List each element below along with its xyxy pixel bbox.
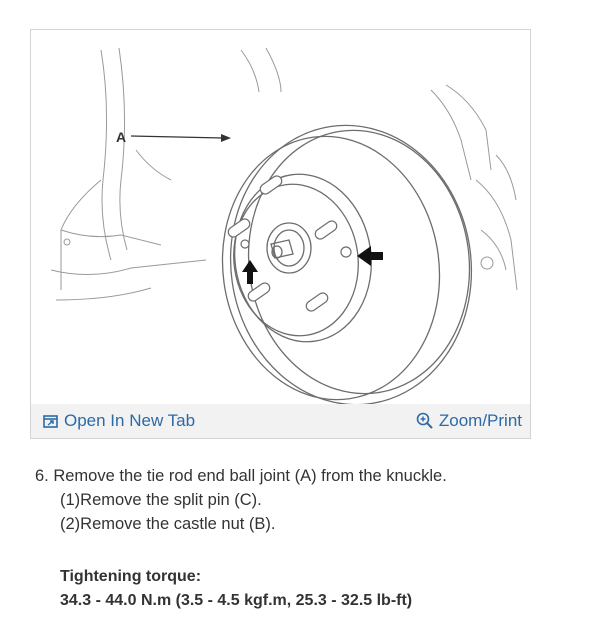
arrow-up-locator bbox=[242, 260, 258, 284]
step-main-text: 6. Remove the tie rod end ball joint (A)… bbox=[35, 467, 447, 485]
procedure-step: 6. Remove the tie rod end ball joint (A)… bbox=[35, 464, 585, 536]
magnifier-plus-icon bbox=[416, 412, 433, 429]
callout-label-a: A bbox=[116, 129, 126, 145]
zoom-print-label: Zoom/Print bbox=[438, 411, 522, 430]
callout-leader bbox=[130, 134, 231, 142]
open-tab-icon bbox=[43, 415, 58, 428]
torque-value: 34.3 - 44.0 N.m (3.5 - 4.5 kgf.m, 25.3 -… bbox=[60, 592, 413, 609]
open-in-new-tab-label: Open In New Tab bbox=[64, 411, 196, 430]
service-illustration: A Open In New Tab Zoom/Print bbox=[30, 29, 531, 439]
open-in-new-tab-link[interactable]: Open In New Tab bbox=[43, 411, 195, 431]
zoom-print-link[interactable]: Zoom/Print bbox=[416, 411, 522, 431]
torque-spec: Tightening torque: 34.3 - 44.0 N.m (3.5 … bbox=[60, 565, 412, 613]
figure-toolbar: Open In New Tab Zoom/Print bbox=[31, 404, 530, 438]
substep-1: (1)Remove the split pin (C). bbox=[60, 491, 262, 509]
torque-label: Tightening torque: bbox=[60, 568, 202, 585]
brake-disc-drawing: A bbox=[50, 47, 518, 404]
substep-2: (2)Remove the castle nut (B). bbox=[60, 515, 276, 533]
arrow-right-locator bbox=[357, 246, 383, 266]
